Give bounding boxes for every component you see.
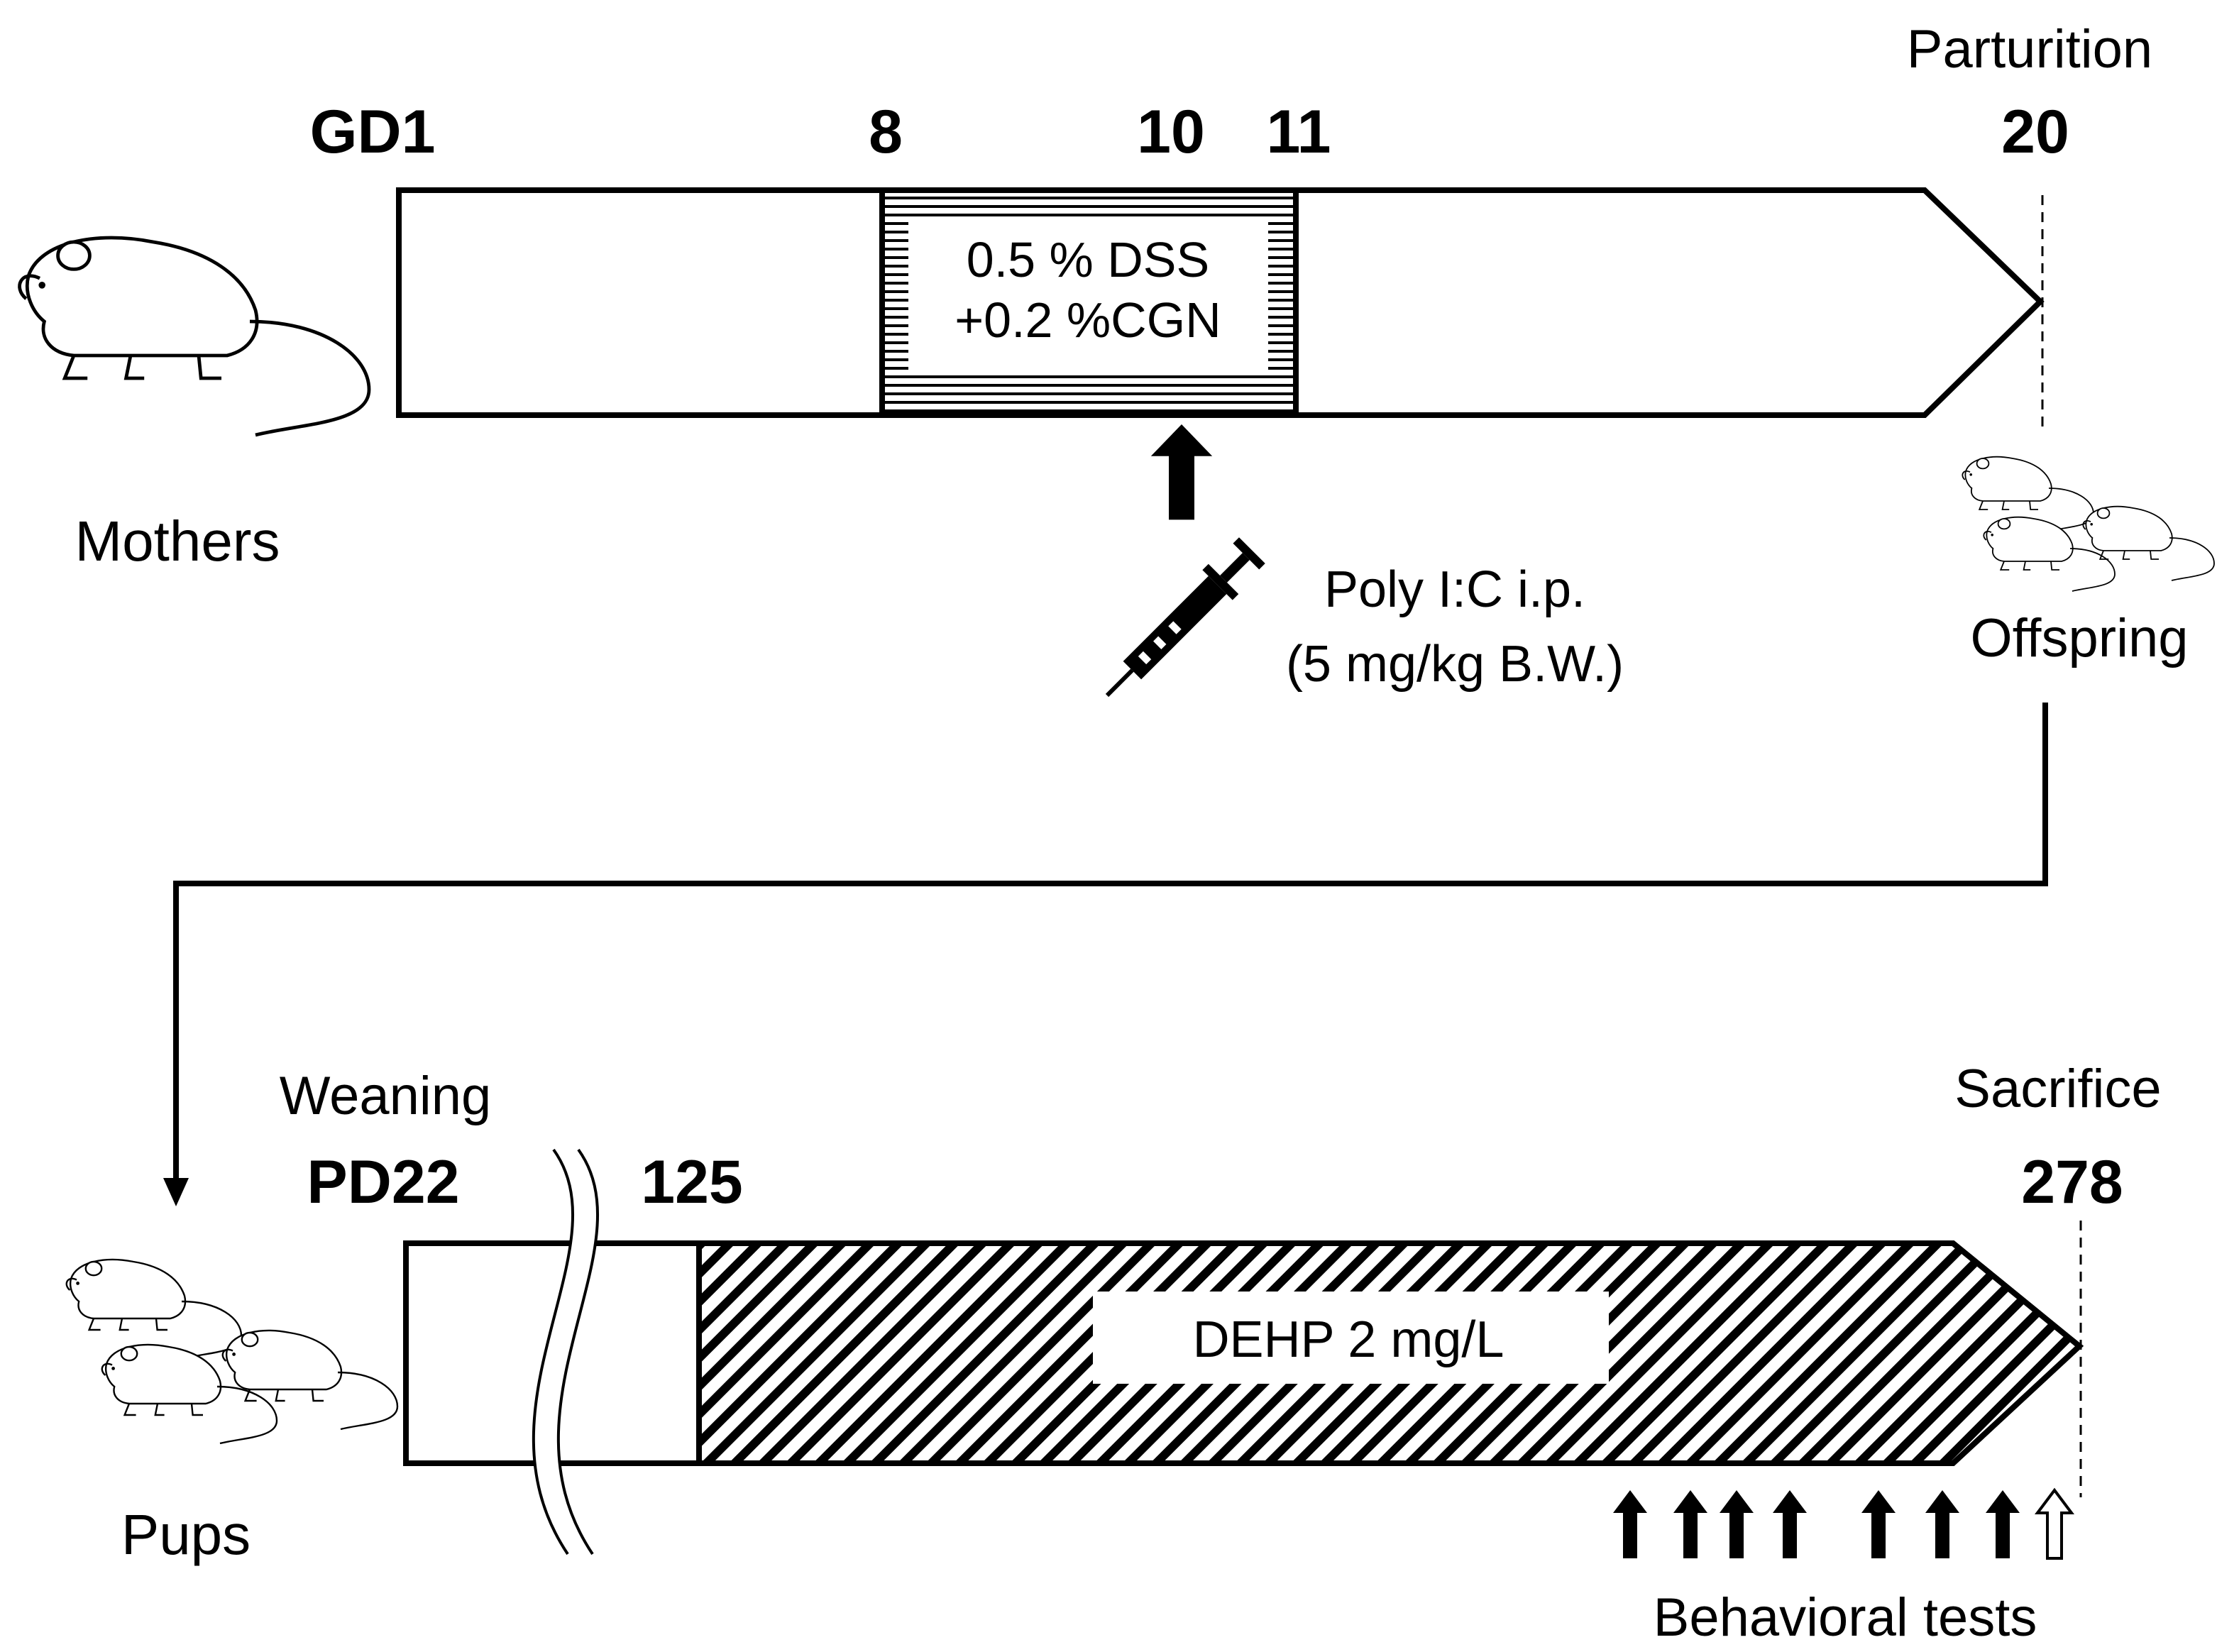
parturition-label: Parturition <box>1907 19 2152 79</box>
weaning-label: Weaning <box>280 1066 492 1126</box>
syringe-icon <box>1105 537 1265 698</box>
behavioral-test-arrow-icon <box>1986 1490 2020 1558</box>
behavioral-test-arrow-icon <box>1673 1490 1707 1558</box>
tick-label-10: 10 <box>1137 98 1205 166</box>
sacrifice-outline-arrow-icon <box>2035 1487 2074 1560</box>
behavioral-test-arrow-icon <box>1861 1490 1896 1558</box>
tick-label-11: 11 <box>1267 98 1331 166</box>
injection-line-2: (5 mg/kg B.W.) <box>1286 636 1624 693</box>
pups-mice-group-icon <box>65 1258 399 1445</box>
sacrifice-label: Sacrifice <box>1954 1059 2161 1119</box>
treatment-line-1: 0.5 % DSS <box>967 232 1209 287</box>
mothers-label: Mothers <box>75 510 280 573</box>
treatment-line-2: +0.2 %CGN <box>955 292 1221 348</box>
behavioral-test-arrows <box>1613 1487 2074 1560</box>
dss-cgn-label-box <box>908 216 1268 370</box>
day-20-label: 20 <box>2001 98 2069 166</box>
behavioral-test-arrow-icon <box>1773 1490 1807 1558</box>
day-125-label: 125 <box>641 1148 743 1216</box>
offspring-label: Offspring <box>1971 608 2189 668</box>
injection-line-1: Poly I:C i.p. <box>1324 561 1585 618</box>
offspring-to-pups-connector <box>163 703 2048 1206</box>
gd1-label: GD1 <box>310 98 436 166</box>
dehp-label-box <box>1093 1292 1609 1384</box>
axis-break <box>532 1148 599 1555</box>
mother-mouse-icon <box>20 238 369 435</box>
pd22-label: PD22 <box>307 1148 459 1216</box>
tick-label-8: 8 <box>869 98 903 166</box>
pups-timeline: Weaning PD22 125 Sacrifice 278 DEHP 2 mg… <box>65 1059 2162 1648</box>
behavioral-test-arrow-icon <box>1925 1490 1959 1558</box>
mothers-timeline: GD1 8 10 11 Parturition 20 0.5 % DSS +0.… <box>20 19 2215 698</box>
offspring-mice-group-icon <box>1962 456 2215 592</box>
day-278-label: 278 <box>2021 1148 2123 1216</box>
injection-up-arrow-icon <box>1150 424 1213 520</box>
behavioral-test-arrow-icon <box>1613 1490 1647 1558</box>
pups-label: Pups <box>121 1503 251 1566</box>
behavioral-tests-label: Behavioral tests <box>1654 1587 2037 1648</box>
behavioral-test-arrow-icon <box>1720 1490 1754 1558</box>
dehp-label: DEHP 2 mg/L <box>1193 1311 1504 1368</box>
